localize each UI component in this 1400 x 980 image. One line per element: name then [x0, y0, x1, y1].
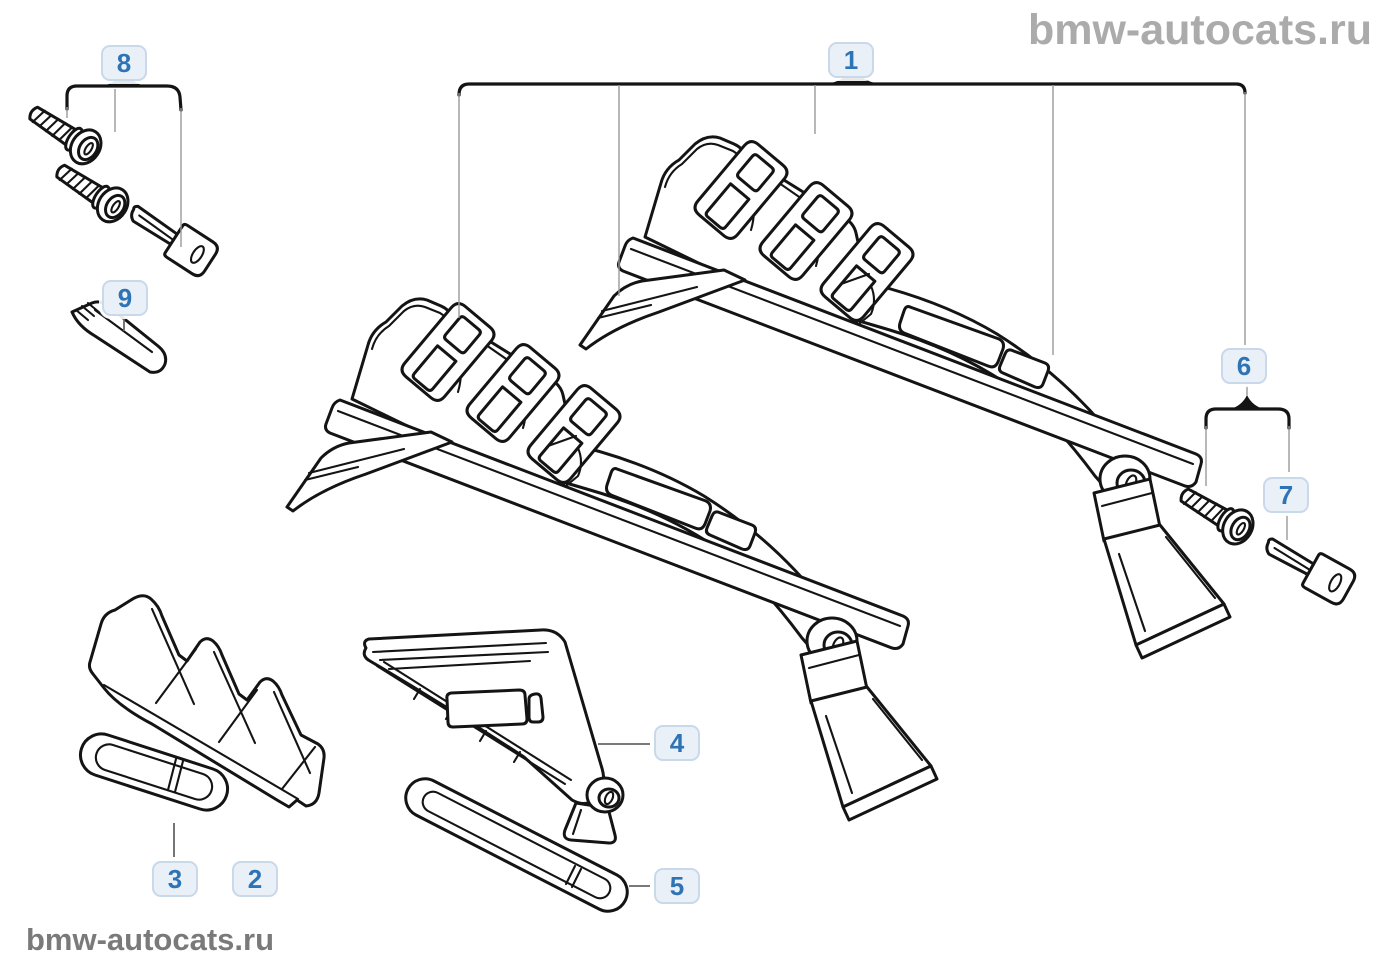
callout-5[interactable]: 5 — [654, 868, 700, 904]
callout-2[interactable]: 2 — [232, 861, 278, 897]
part-clamp-arm — [362, 628, 625, 845]
part-master-key — [119, 194, 222, 281]
part-screw-b — [47, 153, 136, 230]
part-arm-gasket — [404, 777, 629, 913]
callout-3[interactable]: 3 — [152, 861, 198, 897]
part-holder-gasket — [78, 732, 230, 812]
part-lock-screw — [1171, 476, 1261, 552]
watermark-top-right: bmw-autocats.ru — [1027, 6, 1372, 54]
rack-assembly-rear — [580, 137, 1230, 658]
part-holder-block — [87, 594, 326, 809]
callout-7[interactable]: 7 — [1263, 477, 1309, 513]
callout-8[interactable]: 8 — [101, 45, 147, 81]
rack-assembly-front — [287, 299, 937, 820]
callout-6[interactable]: 6 — [1221, 348, 1267, 384]
watermark-bottom-left: bmw-autocats.ru — [26, 922, 275, 957]
part-lock-key — [1255, 526, 1360, 609]
part-screw-a — [20, 95, 109, 172]
callout-1[interactable]: 1 — [828, 42, 874, 78]
callout-bracket-6 — [1204, 386, 1291, 540]
leader-lines — [123, 318, 650, 887]
callout-4[interactable]: 4 — [654, 725, 700, 761]
callout-9[interactable]: 9 — [102, 280, 148, 316]
